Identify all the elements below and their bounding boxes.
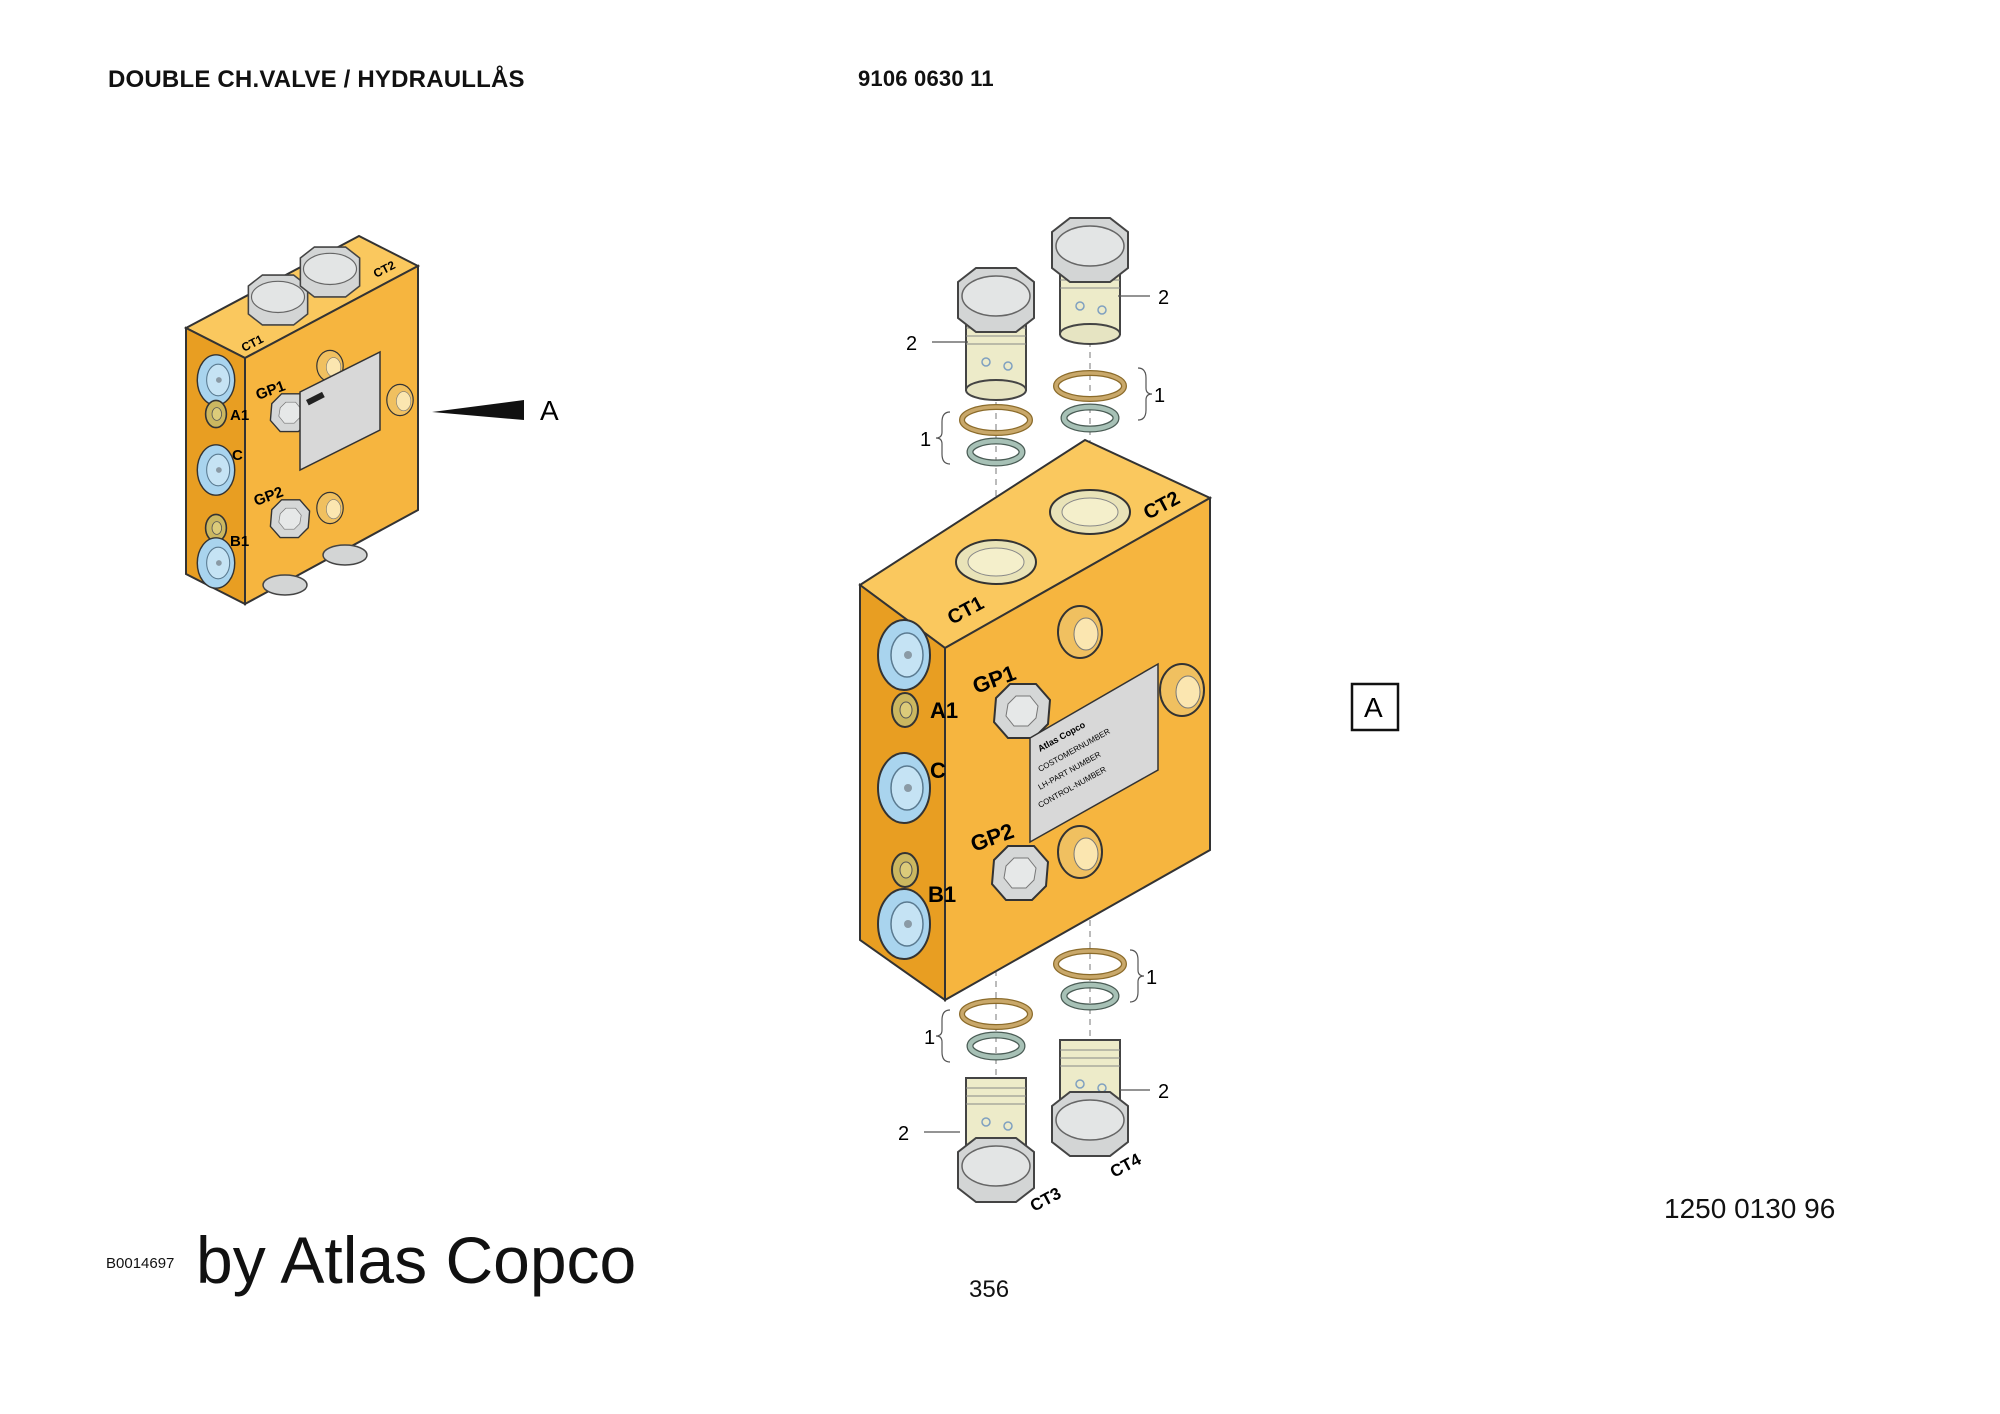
cartridge-top-right (1051, 217, 1129, 345)
callout-2-top-right: 2 (1158, 287, 1169, 309)
cartridge-bottom-left (957, 1077, 1035, 1203)
callout-2-top-left: 2 (906, 333, 917, 355)
label-c: C (930, 758, 946, 783)
callout-1-top-left: 1 (920, 429, 931, 451)
part-number: 9106 0630 11 (858, 66, 994, 91)
cartridge-bottom-right (1051, 1039, 1129, 1157)
page-number: 356 (969, 1276, 1010, 1303)
nameplate (1029, 662, 1159, 844)
drawing-id: B0014697 (106, 1255, 175, 1272)
small-label-c: C (232, 447, 243, 464)
main-valve-block: Atlas Copco COSTOMERNUMBER LH-PART NUMBE… (858, 330, 1213, 1216)
callout-1-bottom-left: 1 (924, 1027, 935, 1049)
catalog-number: 1250 0130 96 (1664, 1193, 1836, 1224)
label-b1: B1 (928, 882, 956, 907)
callout-1-top-right: 1 (1154, 385, 1165, 407)
callout-2-bottom-left: 2 (898, 1123, 909, 1145)
view-box (1350, 682, 1400, 732)
page-title: DOUBLE CH.VALVE / HYDRAULLÅS (108, 66, 525, 93)
cartridge-top-left (957, 267, 1035, 401)
view-box-label: A (1364, 692, 1383, 723)
callout-2-bottom-right: 2 (1158, 1081, 1169, 1103)
small-valve-block: CT1 CT2 GP1 GP2 A1 C B1 (183, 234, 421, 606)
brand-watermark: by Atlas Copco (196, 1223, 637, 1297)
view-direction-arrow (432, 400, 524, 420)
label-a1: A1 (930, 698, 958, 723)
view-arrow-label: A (540, 395, 559, 426)
small-label-a1: A1 (230, 407, 249, 424)
callout-1-bottom-right: 1 (1146, 967, 1157, 989)
small-label-b1: B1 (230, 533, 249, 550)
